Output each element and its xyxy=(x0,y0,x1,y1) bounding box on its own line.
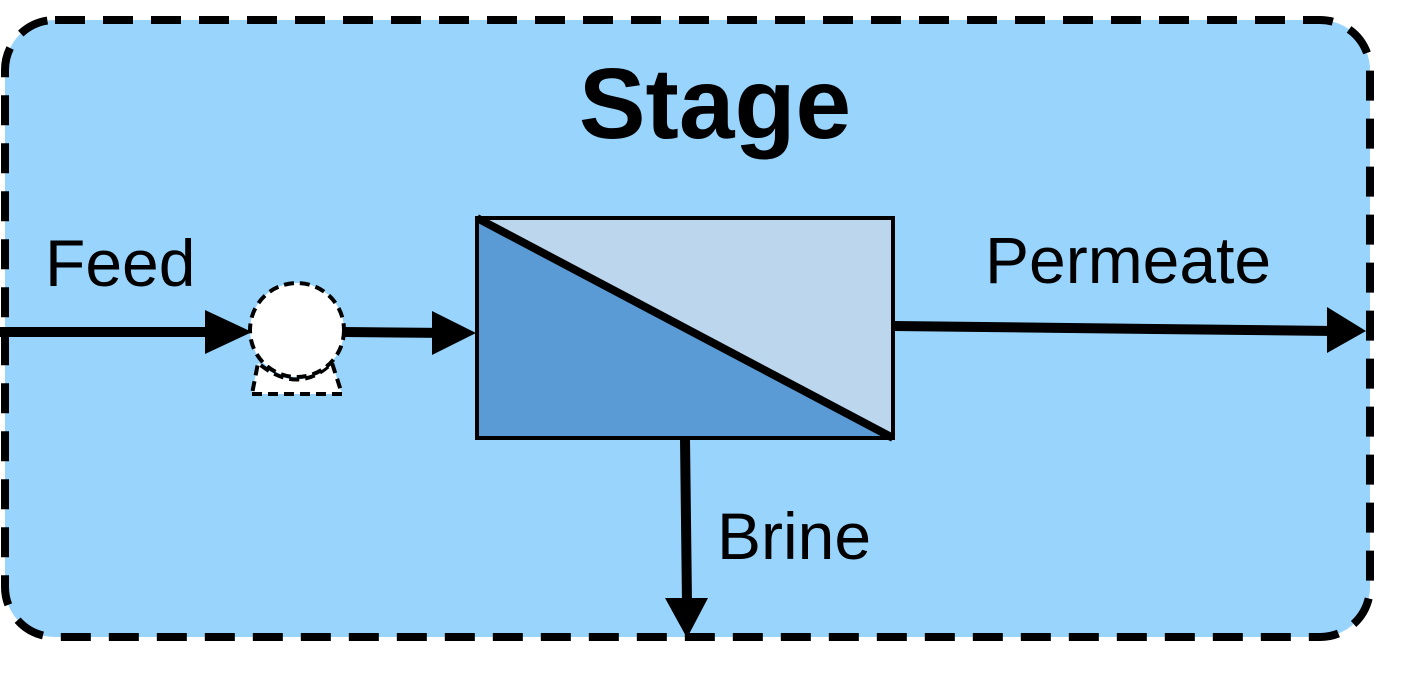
membrane-module xyxy=(475,214,895,442)
feed-line xyxy=(0,310,252,354)
pump-to-membrane-line xyxy=(343,311,476,355)
stage-title: Stage xyxy=(579,48,851,160)
feed-label: Feed xyxy=(45,226,195,300)
brine-line xyxy=(665,437,708,638)
permeate-label: Permeate xyxy=(985,223,1271,297)
permeate-line xyxy=(892,307,1366,353)
pump-icon xyxy=(248,281,346,396)
brine-label: Brine xyxy=(717,499,871,573)
